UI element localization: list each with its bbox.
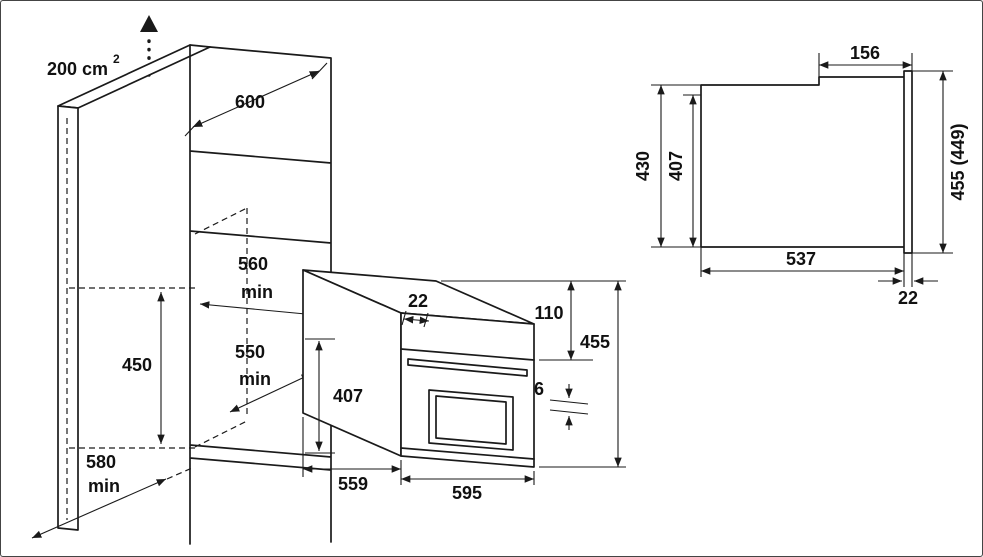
oven-control-panel-line [400, 348, 535, 361]
cabinet-drawing: 200 cm 2 600 560 min 550 min 450 580 min [31, 15, 332, 545]
oven-front-face [400, 312, 535, 468]
side-view-body [700, 70, 913, 254]
oven-door-bottom-line [400, 447, 535, 460]
niche-height-label: 450 [122, 355, 152, 375]
top-frame-label: 22 [408, 291, 428, 311]
side-depth-label: 537 [786, 249, 816, 269]
oven-width-label: 595 [452, 483, 482, 503]
cabinet-side-panel-front-face [57, 105, 79, 531]
side-view-drawing: 156 430 407 455 (449) 537 22 [633, 43, 968, 308]
niche-width-min-label: min [241, 282, 273, 302]
oven-drawing: 22 110 455 6 407 559 595 [302, 269, 626, 503]
side-body-height-label: 407 [666, 151, 686, 181]
vent-airflow-arrow-icon [140, 15, 158, 32]
niche-width-560-arrow [199, 301, 317, 318]
oven-door-handle [407, 358, 528, 377]
clearance-gap-label: 6 [534, 379, 544, 399]
oven-body-height-label: 407 [333, 386, 363, 406]
side-front-height-label: 455 (449) [948, 123, 968, 200]
clearance-6-lines [549, 399, 589, 415]
oven-extension-lines [302, 280, 626, 485]
base-depth-min-label: min [88, 476, 120, 496]
oven-total-height-label: 455 [580, 332, 610, 352]
oven-door-window [428, 389, 514, 451]
recess-depth-label: 156 [850, 43, 880, 63]
niche-depth-min-label: min [239, 369, 271, 389]
top-frame-22-arrow [403, 316, 430, 324]
vent-area-label: 200 cm [47, 59, 108, 79]
side-niche-height-label: 430 [633, 151, 653, 181]
control-height-label: 110 [534, 303, 563, 323]
base-depth-label: 580 [86, 452, 116, 472]
niche-depth-550-arrow [229, 373, 312, 413]
cabinet-depth-label: 600 [235, 92, 265, 112]
niche-height-extension-lines [69, 287, 195, 480]
niche-hidden-interior-edges [194, 207, 248, 448]
oven-body-depth-label: 559 [338, 474, 368, 494]
niche-width-label: 560 [238, 254, 268, 274]
door-thickness-label: 22 [898, 288, 918, 308]
body-height-407-ticks [305, 338, 335, 454]
vent-area-superscript: 2 [113, 52, 120, 66]
depth-600-arrow [192, 70, 320, 128]
niche-depth-label: 550 [235, 342, 265, 362]
base-depth-580-arrow [31, 478, 167, 539]
